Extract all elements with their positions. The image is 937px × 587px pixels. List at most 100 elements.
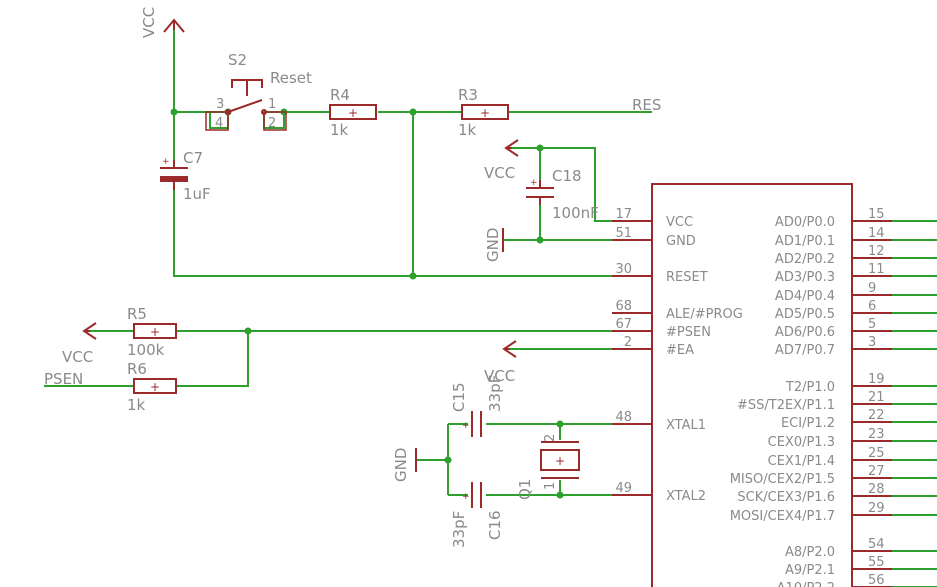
q1-pin1: 1 xyxy=(543,482,558,490)
ic-pin-number: 9 xyxy=(868,281,876,296)
svg-text:+: + xyxy=(348,106,358,120)
ic-right-pins: 15AD0/P0.014AD1/P0.112AD2/P0.211AD3/P0.3… xyxy=(730,207,937,587)
r3-resistor: + xyxy=(461,104,509,120)
ic-pin-name: ALE/#PROG xyxy=(666,307,743,322)
s2-pin2: 2 xyxy=(268,116,276,131)
q1-crystal: + xyxy=(540,441,580,479)
c18-value: 100nF xyxy=(552,204,599,222)
r4-value: 1k xyxy=(330,121,349,139)
ic-pin-number: 55 xyxy=(868,555,885,570)
ic-pin-name: XTAL1 xyxy=(666,418,706,433)
s2-pin1: 1 xyxy=(268,97,276,112)
ic-pin-name: AD1/P0.1 xyxy=(775,234,835,249)
svg-text:+: + xyxy=(555,454,565,468)
r5-label: R5 xyxy=(127,305,147,323)
vcc-ea-label: VCC xyxy=(484,367,515,385)
vcc-r5-label: VCC xyxy=(62,348,93,366)
ic-pin-number: 49 xyxy=(615,481,632,496)
vcc-c18-label: VCC xyxy=(484,164,515,182)
ic-pin-number: 27 xyxy=(868,464,885,479)
ic-pin-number: 54 xyxy=(868,537,885,552)
svg-text:+: + xyxy=(462,421,470,431)
svg-text:+: + xyxy=(530,178,538,188)
psen-net-label: PSEN xyxy=(44,370,83,388)
r5-value: 100k xyxy=(127,341,165,359)
ic-pin-number: 28 xyxy=(868,482,885,497)
c16-value: 33pF xyxy=(450,511,468,548)
ic-pin-number: 2 xyxy=(624,335,632,350)
c15-capacitor: + xyxy=(462,411,482,437)
ic-pin-number: 11 xyxy=(868,262,885,277)
ic-pin-name: A9/P2.1 xyxy=(785,563,835,578)
ic-pin-name: T2/P1.0 xyxy=(785,380,835,395)
c16-capacitor: + xyxy=(462,482,482,508)
ic-pin-number: 25 xyxy=(868,446,885,461)
res-net-label: RES xyxy=(632,96,661,114)
ic-pin-number: 6 xyxy=(868,299,876,314)
ic-pin-name: SCK/CEX3/P1.6 xyxy=(737,490,835,505)
ic-pin-number: 5 xyxy=(868,317,876,332)
ic-pin-number: 68 xyxy=(615,299,632,314)
c7-label: C7 xyxy=(183,149,203,167)
r6-value: 1k xyxy=(127,396,146,414)
vcc-arrow-r5-icon xyxy=(82,322,97,340)
ic-pin-number: 22 xyxy=(868,408,885,423)
c18-capacitor: + xyxy=(526,178,554,205)
ic-pin-number: 14 xyxy=(868,226,885,241)
c15-label: C15 xyxy=(450,382,468,412)
gnd-c18-label: GND xyxy=(484,228,502,262)
ic-pin-name: AD4/P0.4 xyxy=(775,289,835,304)
c18-label: C18 xyxy=(552,167,582,185)
ic-pin-name: GND xyxy=(666,234,696,249)
vcc-arrow-ea-icon xyxy=(502,340,517,358)
r6-label: R6 xyxy=(127,360,147,378)
svg-text:+: + xyxy=(162,157,170,167)
s2-pin3: 3 xyxy=(216,97,224,112)
s2-label: S2 xyxy=(228,51,247,69)
ic-pin-number: 29 xyxy=(868,501,885,516)
ic-pin-number: 3 xyxy=(868,335,876,350)
ic-pin-number: 12 xyxy=(868,244,885,259)
ic-pin-number: 15 xyxy=(868,207,885,222)
ic-pin-name: XTAL2 xyxy=(666,489,706,504)
ic-pin-name: #EA xyxy=(666,343,694,358)
ic-left-pin: 67#PSEN xyxy=(612,317,711,340)
ic-pin-name: MOSI/CEX4/P1.7 xyxy=(730,509,835,524)
ic-right-pin: 21#SS/T2EX/P1.1 xyxy=(737,390,937,413)
ic-left-pin: 2 #EA xyxy=(612,335,694,358)
ic-pin-number: 17 xyxy=(615,207,632,222)
ic-pin-name: A8/P2.0 xyxy=(785,545,835,560)
r6-resistor: + xyxy=(133,378,177,394)
ic-pin-name: AD2/P0.2 xyxy=(775,252,835,267)
r4-resistor: + xyxy=(329,104,377,120)
ic-pin-name: A10/P2.2 xyxy=(777,581,835,587)
ic-pin-number: 56 xyxy=(868,573,885,587)
ic-pin-name: AD7/P0.7 xyxy=(775,343,835,358)
ic-pin-name: #SS/T2EX/P1.1 xyxy=(737,398,835,413)
microcontroller-ic: 17VCC51GND30RESET68ALE/#PROG67#PSEN2#EA4… xyxy=(612,183,937,587)
ic-pin-number: 48 xyxy=(615,410,632,425)
r4-label: R4 xyxy=(330,86,350,104)
ic-pin-name: AD5/P0.5 xyxy=(775,307,835,322)
ic-pin-number: 51 xyxy=(615,226,632,241)
svg-text:+: + xyxy=(150,325,160,339)
r5-resistor: + xyxy=(133,323,177,339)
ic-pin-number: 67 xyxy=(615,317,632,332)
ic-pin-name: VCC xyxy=(666,215,693,230)
vcc-top-label: VCC xyxy=(140,7,158,38)
ic-pin-name: CEX0/P1.3 xyxy=(768,435,835,450)
